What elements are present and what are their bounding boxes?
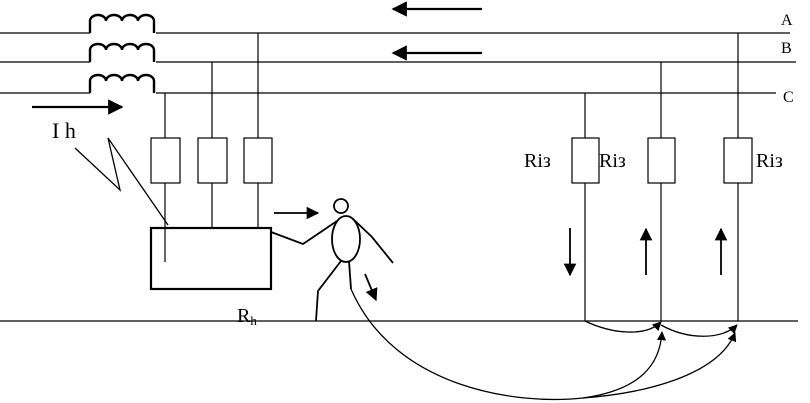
coil-phase-c	[88, 73, 156, 93]
resistor-label-1: Riз	[524, 150, 551, 172]
person-figure	[270, 198, 394, 322]
insulation-resistor-c	[571, 137, 600, 184]
phase-label-a: A	[781, 12, 793, 29]
resistor-label-3: Riз	[756, 150, 783, 172]
person-head	[333, 198, 349, 214]
person-right-arm	[351, 217, 394, 264]
return-path-body-to-a	[582, 332, 737, 399]
phase-label-c: C	[783, 89, 794, 106]
ground-label: Rh	[237, 305, 257, 328]
load-resistor-a	[243, 137, 273, 184]
phase-label-b: B	[781, 40, 792, 57]
coil-phase-a	[88, 13, 156, 33]
insulation-branch	[584, 33, 739, 321]
person-left-leg	[315, 260, 342, 322]
return-path-body-to-b	[350, 288, 667, 401]
transformer-coils	[88, 13, 156, 93]
phase-lines	[0, 32, 796, 94]
coil-phase-b	[88, 42, 156, 62]
ground-return-paths	[350, 288, 738, 401]
person-right-leg	[348, 260, 352, 290]
return-path-b-to-a	[660, 324, 738, 337]
person-body	[331, 215, 361, 263]
insulation-resistor-b	[647, 137, 676, 184]
arrow-body-current	[364, 273, 378, 302]
current-label: I h	[52, 118, 76, 143]
return-path-c-to-b	[584, 320, 662, 333]
equipment-enclosure	[149, 226, 273, 291]
person-left-arm	[270, 220, 338, 246]
insulation-resistor-a	[723, 137, 753, 184]
load-resistor-b	[197, 137, 228, 184]
fault-zigzag	[74, 137, 169, 226]
load-resistor-c	[150, 137, 181, 184]
resistor-label-2: Riз	[599, 150, 626, 172]
load-branch	[164, 33, 259, 228]
